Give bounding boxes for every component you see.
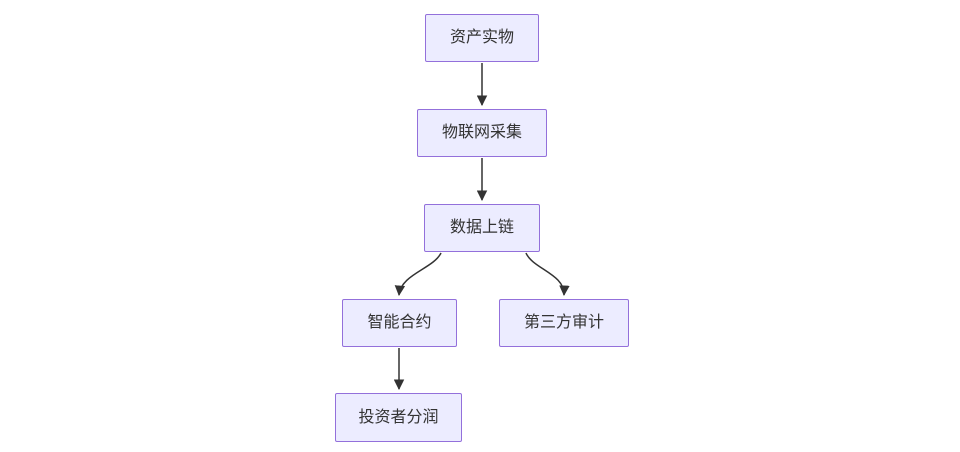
node-asset: 资产实物	[425, 14, 539, 62]
node-audit: 第三方审计	[499, 299, 629, 347]
node-profit-label: 投资者分润	[358, 408, 439, 426]
node-chain-label: 数据上链	[449, 219, 514, 236]
node-profit: 投资者分润	[335, 393, 462, 442]
node-chain: 数据上链	[424, 204, 540, 252]
node-asset-label: 资产实物	[449, 29, 514, 46]
node-contract-label: 智能合约	[367, 314, 432, 331]
edge-chain-to-contract	[394, 252, 442, 297]
node-contract: 智能合约	[342, 299, 457, 347]
node-iot-label: 物联网采集	[441, 124, 522, 141]
node-audit-label: 第三方审计	[523, 314, 604, 331]
edge-chain-to-audit	[525, 252, 570, 297]
node-iot: 物联网采集	[417, 109, 547, 157]
